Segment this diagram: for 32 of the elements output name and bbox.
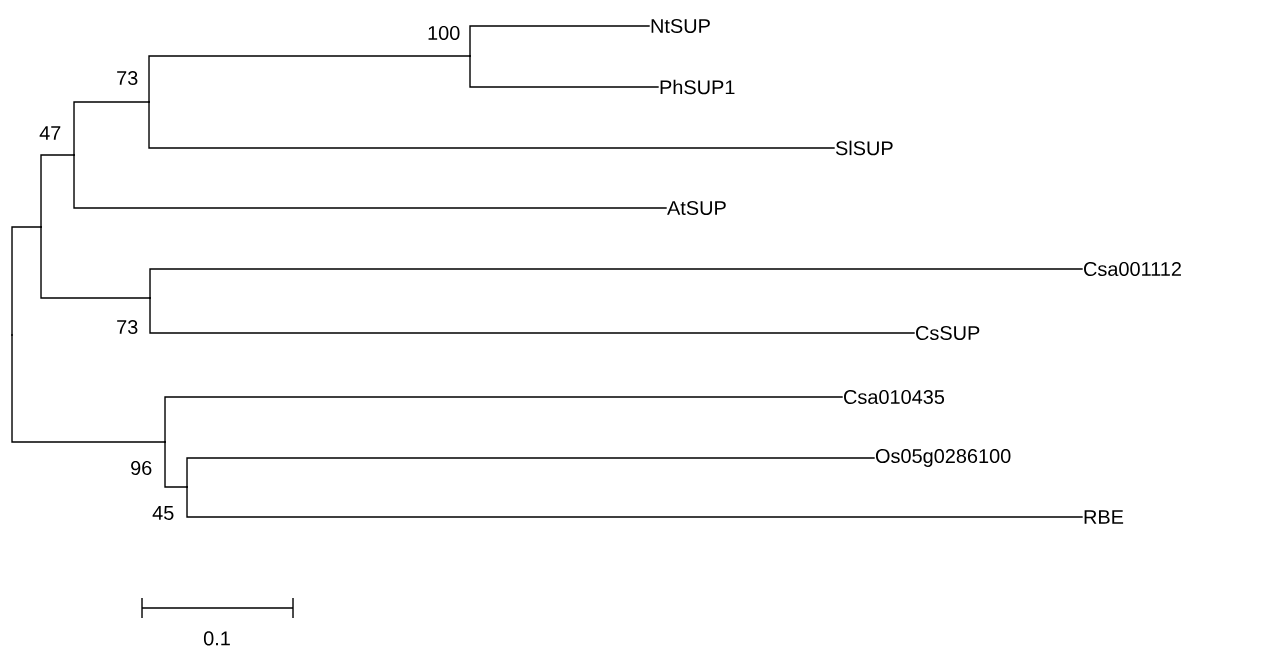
leaf-label: NtSUP	[651, 18, 710, 34]
tree-branch	[164, 441, 188, 488]
tree-branch	[40, 154, 75, 228]
tree-branch	[148, 101, 835, 149]
tree-branch	[469, 25, 650, 57]
tree-branch	[149, 297, 915, 334]
tree-branch	[11, 334, 166, 443]
scale-label: 0.1	[203, 631, 230, 646]
tree-branch	[164, 396, 843, 443]
bootstrap-value: 47	[39, 126, 61, 140]
bootstrap-value: 100	[428, 25, 460, 41]
tree-branch	[186, 486, 1083, 518]
leaf-label: RBE	[1084, 510, 1124, 524]
leaf-label: AtSUP	[667, 200, 726, 216]
tree-branch	[148, 55, 471, 103]
tree-branch	[40, 226, 151, 299]
tree-branch	[73, 154, 667, 209]
tree-branch	[73, 101, 150, 156]
bootstrap-value: 73	[117, 319, 138, 335]
leaf-label: CsSUP	[916, 325, 980, 341]
leaf-label: Csa010435	[844, 389, 945, 405]
tree-branch	[11, 226, 42, 336]
leaf-label: Csa001112	[1084, 261, 1181, 277]
leaf-label: PhSUP1	[660, 79, 735, 95]
bootstrap-value: 45	[152, 506, 174, 520]
bootstrap-value: 96	[131, 460, 152, 476]
leaf-label: Os05g0286100	[875, 449, 1011, 467]
tree-branch	[149, 268, 1083, 299]
tree-branch	[469, 55, 659, 88]
tree-branch	[186, 457, 875, 488]
leaf-label: SlSUP	[835, 140, 893, 156]
bootstrap-value: 73	[117, 70, 138, 86]
